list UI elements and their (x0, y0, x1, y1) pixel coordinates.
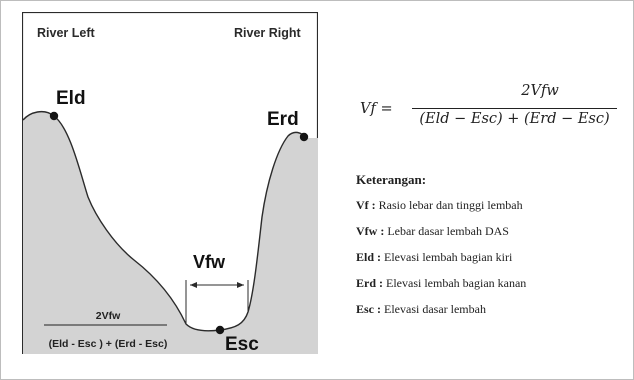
legend-item: Eld : Elevasi lembah bagian kiri (356, 250, 513, 264)
river-left-label: River Left (37, 26, 95, 40)
vf-equation: Vf = 2Vfw (Eld − Esc) + (Erd − Esc) (360, 83, 620, 139)
equation-fraction-bar (412, 108, 617, 109)
legend: Keterangan: Vf : Rasio lebar dan tinggi … (356, 172, 526, 328)
equation-denominator: (Eld − Esc) + (Erd − Esc) (419, 111, 610, 127)
eld-point (49, 111, 59, 121)
erd-point (299, 132, 309, 142)
legend-item: Erd : Elevasi lembah bagian kanan (356, 276, 527, 290)
vfw-arrowhead-right (237, 282, 244, 288)
legend-title: Keterangan: (356, 172, 427, 187)
legend-term: Vf (356, 198, 369, 212)
vfw-label: Vfw (193, 252, 226, 272)
legend-description: Elevasi lembah bagian kanan (386, 276, 527, 290)
legend-description: Rasio lebar dan tinggi lembah (378, 198, 523, 212)
legend-item: Vf : Rasio lebar dan tinggi lembah (356, 198, 523, 212)
inline-formula-numerator: 2Vfw (96, 310, 121, 322)
legend-item: Vfw : Lebar dasar lembah DAS (356, 224, 509, 238)
esc-point (215, 325, 225, 335)
legend-description: Lebar dasar lembah DAS (387, 224, 509, 238)
valley-outline (22, 110, 306, 332)
legend-description: Elevasi lembah bagian kiri (384, 250, 513, 264)
legend-description: Elevasi dasar lembah (384, 302, 486, 316)
legend-term: Eld (356, 250, 375, 264)
river-right-label: River Right (234, 26, 301, 40)
eld-label: Eld (56, 88, 86, 109)
inline-formula-denominator: (Eld - Esc ) + (Erd - Esc) (49, 338, 168, 350)
vfw-arrowhead-left (190, 282, 197, 288)
equation-numerator: 2Vfw (521, 83, 559, 99)
legend-term: Vfw (356, 224, 378, 238)
valley-diagram-panel: 2Vfw (Eld - Esc ) + (Erd - Esc) River Le… (22, 12, 318, 355)
valley-profile (23, 111, 318, 354)
legend-term: Esc (356, 302, 374, 316)
erd-label: Erd (267, 109, 299, 130)
esc-label: Esc (225, 334, 259, 355)
valley-cross-section: 2Vfw (Eld - Esc ) + (Erd - Esc) (22, 12, 318, 354)
legend-term: Erd (356, 276, 377, 290)
equation-lhs: Vf = (360, 101, 393, 117)
legend-item: Esc : Elevasi dasar lembah (356, 302, 486, 316)
